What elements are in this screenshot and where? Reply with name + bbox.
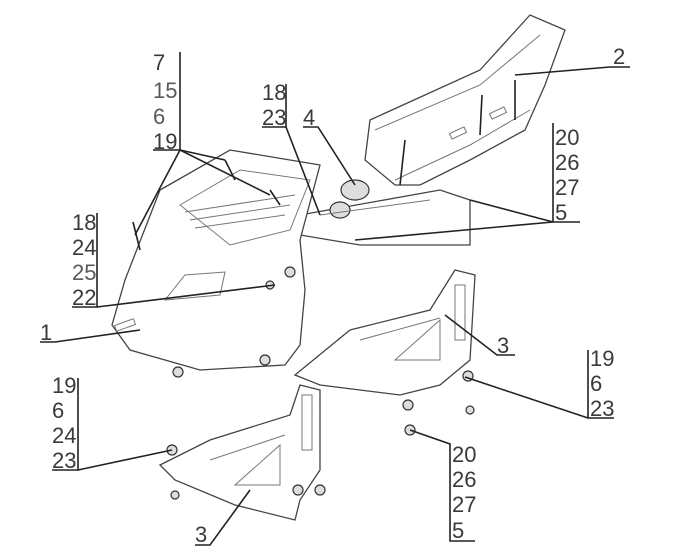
callout-group-left-lower: 19 6 24 23 (52, 373, 76, 473)
leader-lines (40, 52, 630, 546)
callout-part-3-right: 3 (497, 333, 509, 358)
mount-bracket-part-4 (299, 179, 471, 246)
callout-part-1: 1 (40, 320, 52, 345)
callout-label: 6 (153, 104, 165, 129)
main-plate-part-1 (111, 149, 321, 378)
callout-part-3-bottom: 3 (195, 522, 207, 547)
callout-label: 20 (452, 442, 476, 467)
callout-label: 24 (52, 423, 76, 448)
callout-label: 6 (52, 398, 64, 423)
side-bracket-part-3-right (293, 269, 476, 436)
callout-group-top-mid: 18 23 (262, 80, 286, 130)
callout-label: 15 (153, 78, 177, 103)
callout-label: 18 (262, 80, 286, 105)
callout-part-2: 2 (613, 44, 625, 69)
callout-group-top-left: 7 15 6 19 (153, 50, 177, 154)
callout-group-bottom-mid: 20 26 27 5 (452, 442, 476, 543)
callout-label: 18 (72, 210, 96, 235)
callout-label: 5 (452, 518, 464, 543)
callout-label: 26 (555, 150, 579, 175)
side-bracket-part-3-bottom (158, 384, 326, 521)
callout-label: 23 (52, 448, 76, 473)
callout-label: 19 (590, 346, 614, 371)
callout-label: 24 (72, 235, 96, 260)
callout-label: 23 (590, 396, 614, 421)
callout-label: 23 (262, 105, 286, 130)
callout-label: 20 (555, 125, 579, 150)
callout-label: 27 (452, 492, 476, 517)
callout-group-left-mid: 18 24 25 22 (72, 210, 96, 310)
callout-label: 22 (72, 285, 96, 310)
callout-label: 19 (52, 373, 76, 398)
callout-group-right-upper: 20 26 27 5 (555, 125, 579, 225)
callout-label: 6 (590, 371, 602, 396)
skid-plate-part-2 (364, 14, 566, 186)
callout-label: 27 (555, 175, 579, 200)
callout-group-right-lower: 19 6 23 (590, 346, 614, 421)
callout-label: 5 (555, 200, 567, 225)
callout-part-4: 4 (303, 105, 315, 130)
callout-label: 26 (452, 467, 476, 492)
callout-label: 19 (153, 129, 177, 154)
callout-label: 25 (72, 260, 96, 285)
callout-label: 7 (153, 50, 165, 75)
